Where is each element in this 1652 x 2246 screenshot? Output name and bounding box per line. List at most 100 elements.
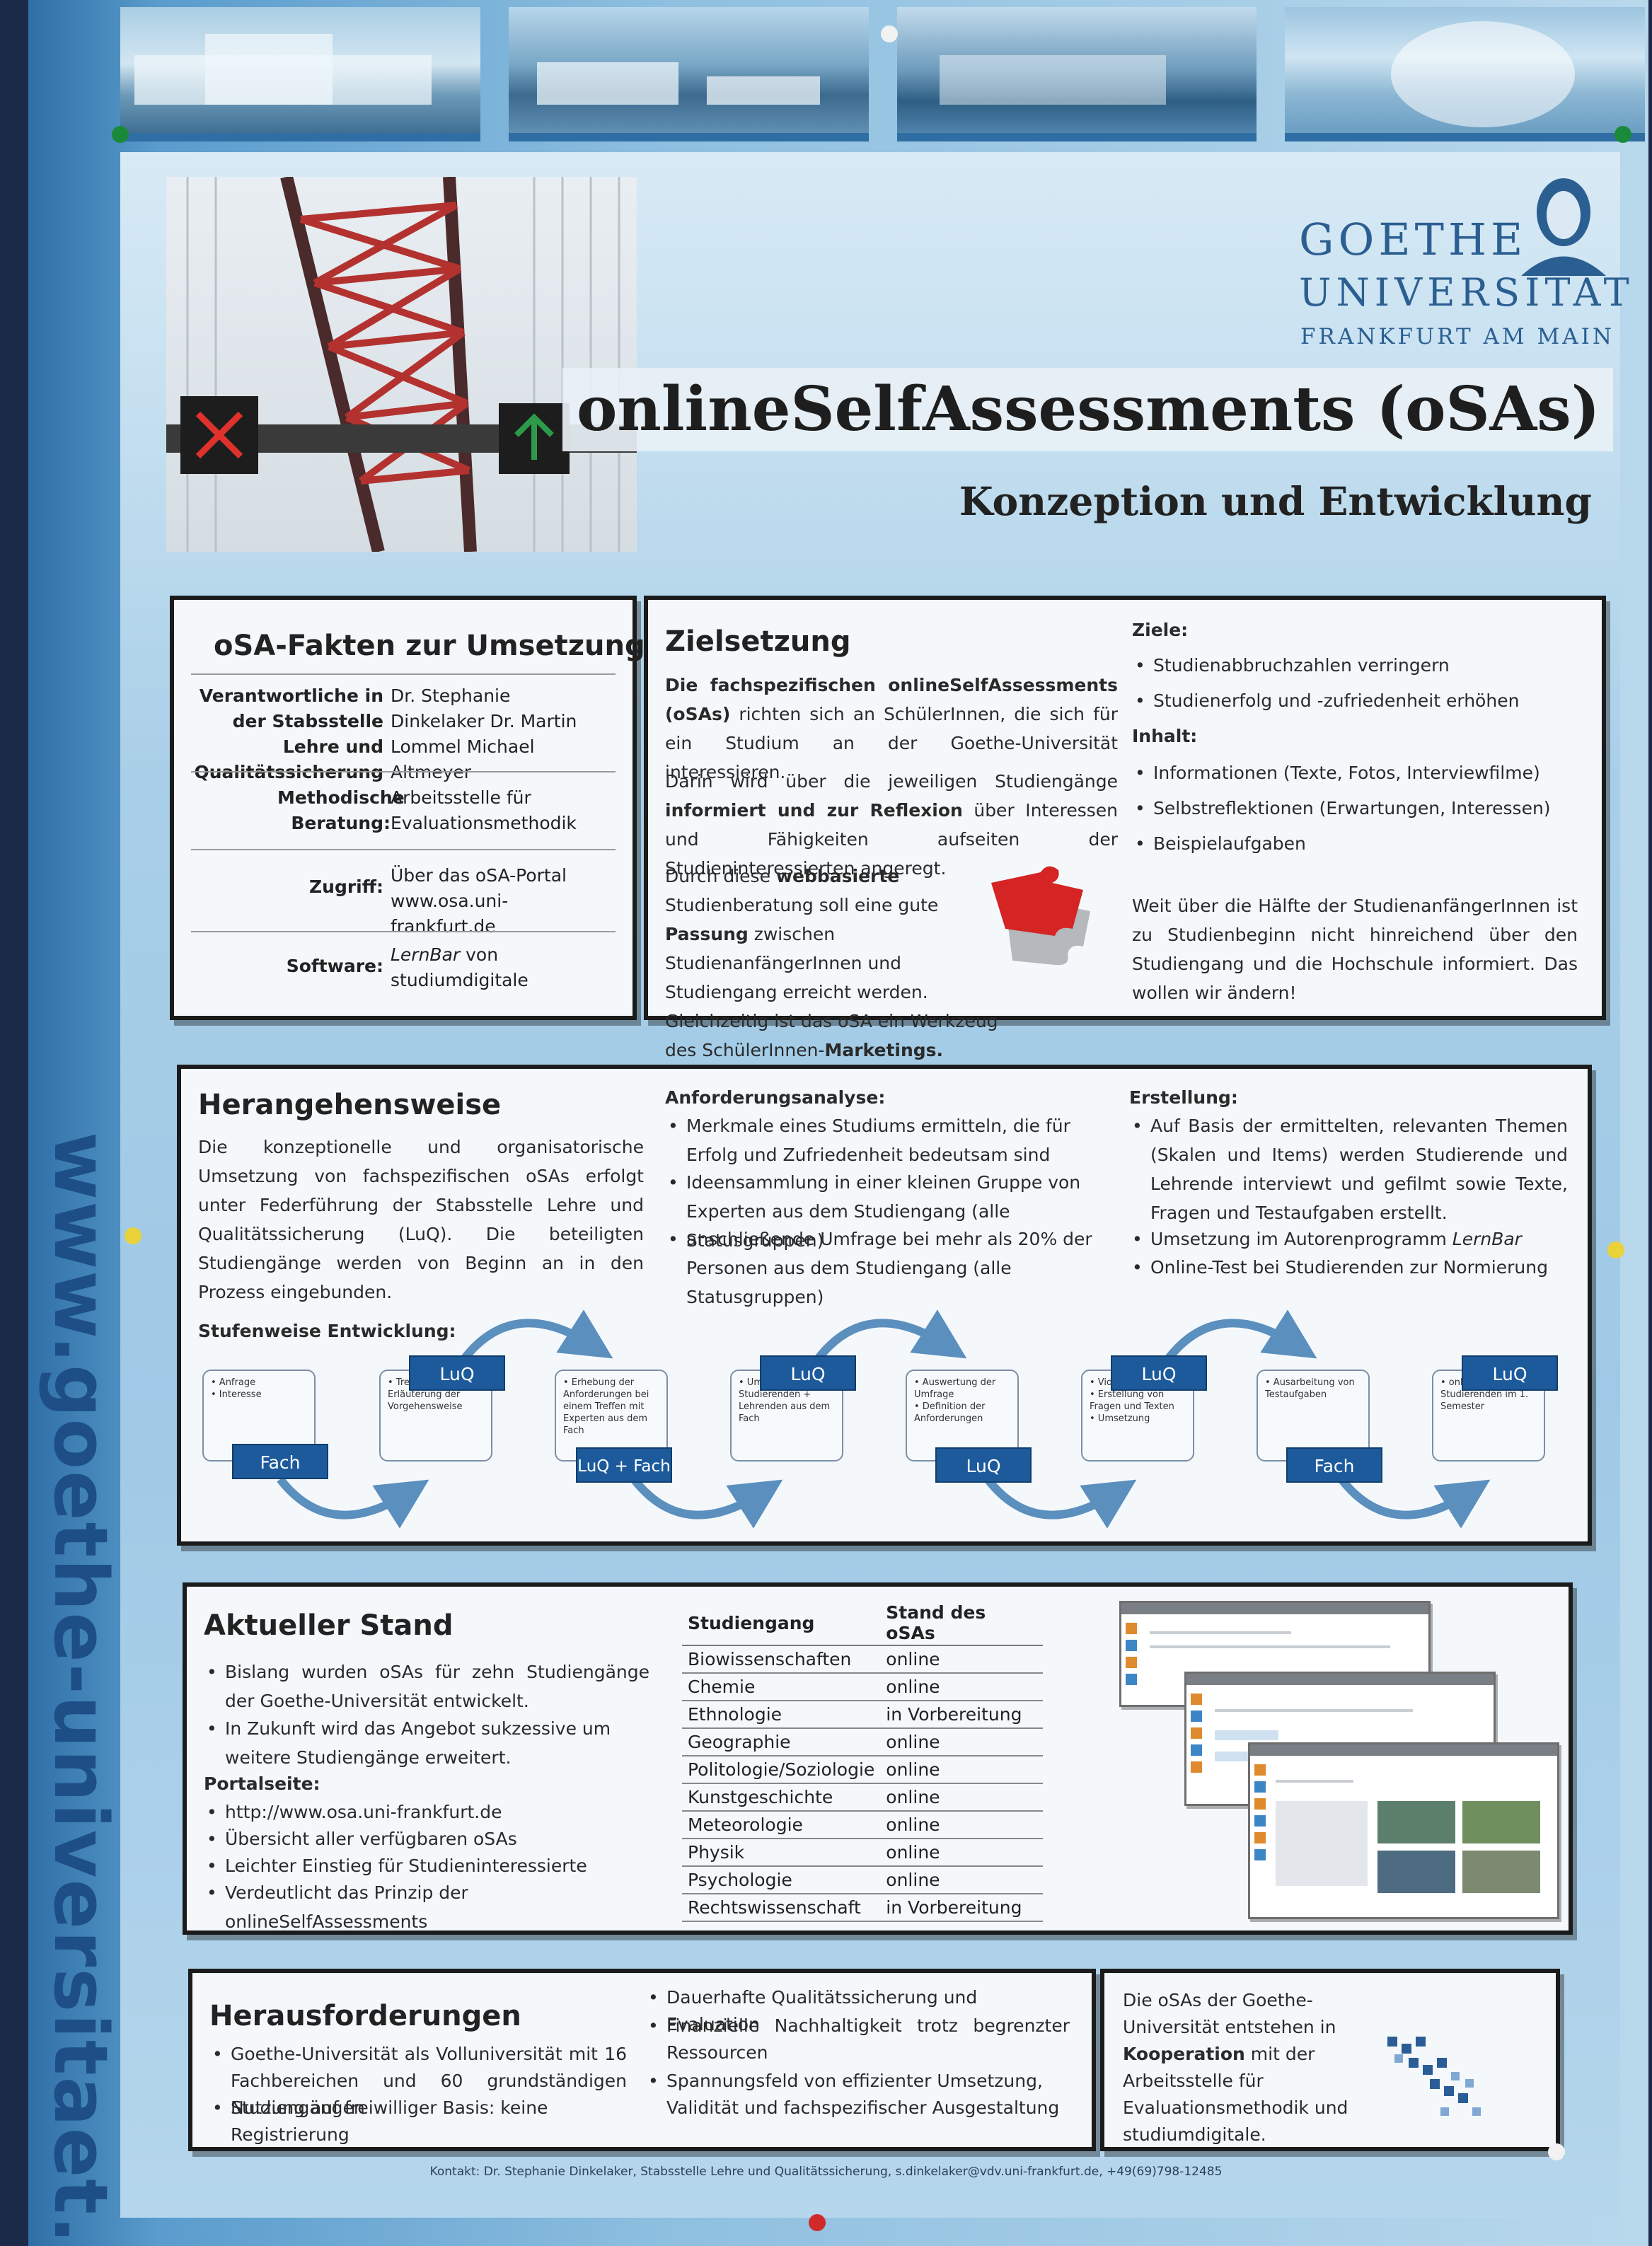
table-cell: online: [880, 1783, 1044, 1812]
ziele-label: Ziele:: [1132, 620, 1189, 640]
aktueller-stand-box: Aktueller Stand Bislang wurden oSAs für …: [183, 1582, 1573, 1935]
ziel-para-1-bold: Die fachspezifischen onlineSelfAssessmen…: [665, 675, 1118, 724]
table-cell: online: [880, 1866, 1044, 1894]
ziele-item-0: Studienabbruchzahlen verringern: [1132, 651, 1450, 680]
anforderung-item-2: anschließende Umfrage bei mehr als 20% d…: [665, 1225, 1118, 1312]
inhalt-item-0: Informationen (Texte, Fotos, Interviewfi…: [1132, 758, 1540, 787]
pin: [125, 1227, 141, 1244]
side-url: www.goethe-universitaet.de: [28, 1132, 134, 2246]
pin: [1607, 1241, 1624, 1258]
facts-label-3: Software:: [286, 956, 383, 976]
page-title: onlineSelfAssessments (oSAs): [562, 368, 1613, 451]
step-tag-1: LuQ: [409, 1355, 505, 1391]
anforderung-label: Anforderungsanalyse:: [665, 1087, 886, 1108]
divider: [191, 931, 616, 932]
portal-label: Portalseite:: [204, 1773, 320, 1794]
step-tag-5: LuQ: [1111, 1355, 1207, 1391]
erstellung-item-1-em: LernBar: [1452, 1229, 1522, 1249]
facts-label-1: Methodische Beratung:: [277, 787, 405, 833]
koop-text: Die oSAs der Goethe-Universität entstehe…: [1123, 1987, 1349, 2148]
step-box-2: • Erhebung der Anforderungen bei einem T…: [555, 1370, 668, 1461]
logo-line-3: FRANKFURT AM MAIN: [1300, 324, 1615, 349]
table-cell: Psychologie: [682, 1866, 881, 1894]
ziel-closing: Weit über die Hälfte der Studienanfänger…: [1132, 896, 1578, 1003]
facts-heading: oSA-Fakten zur Umsetzung: [214, 630, 645, 662]
heraus-right-1: Finanzielle Nachhaltigkeit trotz begrenz…: [645, 2013, 1070, 2066]
stufen-label: Stufenweise Entwicklung:: [198, 1321, 456, 1341]
koop-text-c: mit der Arbeitsstelle für Evaluationsmet…: [1123, 2044, 1348, 2145]
bridge-photo: [166, 177, 637, 552]
ziel-para-2-bold: informiert und zur Reflexion: [665, 800, 963, 821]
facts-value-0: Dr. Stephanie Dinkelaker Dr. Martin Lomm…: [391, 685, 577, 782]
step-tag-3: LuQ: [760, 1355, 856, 1391]
facts-value-2: Über das oSA-Portal www.osa.uni-frankfur…: [391, 865, 567, 937]
inhalt-item-1: Selbstreflektionen (Erwartungen, Interes…: [1132, 794, 1551, 823]
ziel-para-2: Darin wird über die jeweiligen Studiengä…: [665, 767, 1118, 883]
stand-item-1: In Zukunft wird das Angebot sukzessive u…: [204, 1714, 649, 1772]
ziel-para-3-a: Durch diese: [665, 866, 770, 886]
table-cell: in Vorbereitung: [880, 1894, 1044, 1922]
table-header: Stand des oSAs: [880, 1601, 1044, 1646]
table-cell: online: [880, 1673, 1044, 1701]
koop-text-a: Die oSAs der Goethe-Universität entstehe…: [1123, 1990, 1336, 2037]
heraus-left-0: Goethe-Universität als Volluniversität m…: [209, 2041, 627, 2121]
page-subtitle: Konzeption und Entwicklung: [959, 478, 1592, 524]
ziel-para-3-bold-3: Marketings.: [824, 1040, 944, 1060]
pin: [881, 25, 898, 42]
ziel-para-3-c: Studienberatung soll eine gute: [665, 895, 939, 915]
goethe-logo: GOETHE UNIVERSITÄT FRANKFURT AM MAIN: [1295, 170, 1629, 354]
anforderung-item-0: Merkmale eines Studiums ermitteln, die f…: [665, 1111, 1118, 1169]
heraus-left-1: Nutzung auf freiwilliger Basis: keine Re…: [209, 2095, 627, 2148]
photo-strip: [120, 7, 1645, 141]
divider: [191, 673, 616, 675]
portal-item-3: Verdeutlicht das Prinzip der onlineSelfA…: [204, 1878, 649, 1936]
campus-photo-2: [508, 7, 869, 141]
logo-line-1: GOETHE: [1299, 214, 1527, 265]
table-cell: Physik: [682, 1839, 881, 1867]
logo-line-2: UNIVERSITÄT: [1299, 270, 1634, 315]
facts-label-0: Verantwortliche in der Stabsstelle Lehre…: [194, 685, 383, 782]
software-name: LernBar: [391, 944, 461, 965]
erstellung-item-0: Auf Basis der ermittelten, relevanten Th…: [1129, 1111, 1568, 1227]
software-suffix: von studiumdigitale: [391, 944, 528, 990]
divider: [191, 771, 616, 772]
facts-box: oSA-Fakten zur Umsetzung Verantwortliche…: [170, 596, 645, 1020]
ziel-para-3-bold-1: webbasierte: [775, 866, 900, 886]
kooperation-box: Die oSAs der Goethe-Universität entstehe…: [1100, 1969, 1560, 2151]
portal-item-1: Übersicht aller verfügbaren oSAs: [204, 1824, 649, 1853]
ziel-para-1-text: richten sich an SchülerInnen, die sich f…: [665, 704, 1119, 782]
table-cell: in Vorbereitung: [880, 1701, 1044, 1729]
step-tag-7: LuQ: [1462, 1355, 1558, 1391]
step-tag-0: Fach: [232, 1444, 328, 1479]
facts-value-3: LernBar von studiumdigitale: [391, 942, 603, 993]
portal-screenshot-3: [1248, 1742, 1559, 1919]
pin: [1548, 2143, 1565, 2160]
inhalt-item-2: Beispielaufgaben: [1132, 829, 1306, 858]
table-cell: online: [880, 1839, 1044, 1867]
step-tag-4: LuQ: [935, 1447, 1032, 1483]
herausforderungen-box: Herausforderungen Goethe-Universität als…: [188, 1969, 1096, 2151]
herang-text: Die konzeptionelle und organisatorische …: [198, 1137, 644, 1302]
ziel-para-1: Die fachspezifischen onlineSelfAssessmen…: [665, 671, 1118, 787]
step-tag-6: Fach: [1286, 1447, 1382, 1483]
divider: [191, 849, 616, 850]
table-cell: Kunstgeschichte: [682, 1783, 881, 1812]
side-url-text: www.goethe-universitaet.de: [37, 1132, 124, 2246]
facts-label-2: Zugriff:: [309, 876, 383, 897]
table-cell: Meteorologie: [682, 1811, 881, 1839]
ziel-para-2-c: über Interessen und Fähigkeiten aufseite…: [665, 800, 1118, 879]
pin: [112, 126, 129, 143]
table-cell: Chemie: [682, 1673, 881, 1701]
step-tag-2: LuQ + Fach: [576, 1447, 672, 1483]
erstellung-item-1-text: Umsetzung im Autorenprogramm: [1150, 1229, 1447, 1249]
table-cell: online: [880, 1728, 1044, 1756]
campus-photo-3: [896, 7, 1257, 141]
process-arrows: [277, 1309, 1491, 1529]
